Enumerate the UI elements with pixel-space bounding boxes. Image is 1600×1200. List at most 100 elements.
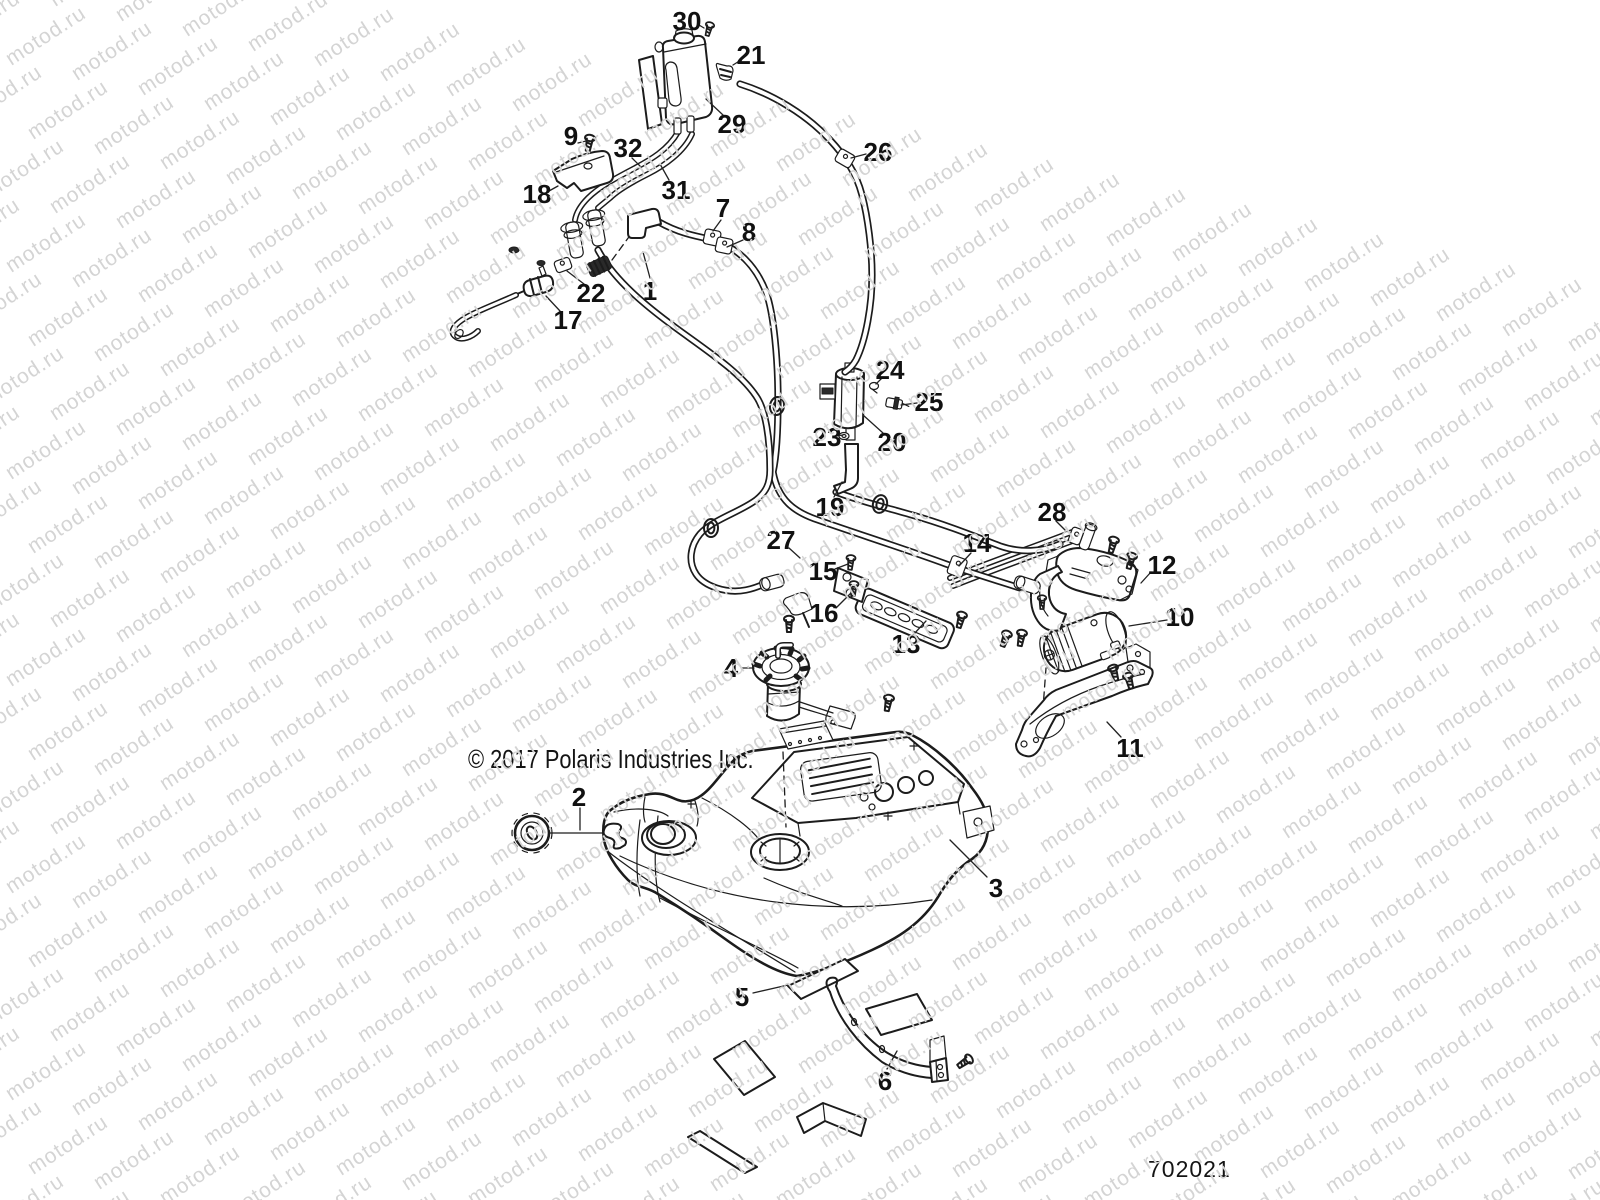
screw-9	[581, 132, 597, 153]
callout-1: 1	[643, 276, 657, 306]
fuel-pump-module	[751, 614, 856, 828]
callout-11: 11	[1116, 733, 1144, 763]
callout-leader-24	[875, 376, 884, 385]
callout-leader-17	[545, 295, 561, 312]
callout-leader-3	[949, 839, 988, 878]
callout-leader-12	[1140, 571, 1152, 584]
filler-neck	[641, 820, 697, 856]
callout-10: 10	[1166, 602, 1195, 632]
callout-leader-16	[835, 592, 852, 609]
callout-leader-13	[912, 620, 927, 636]
callout-leader-22	[566, 270, 585, 285]
callout-22: 22	[577, 278, 606, 308]
vent-fitting	[582, 209, 606, 247]
foam-strip-5	[787, 958, 859, 1000]
fuel-cap-2	[511, 812, 627, 854]
callout-3: 3	[989, 873, 1003, 903]
callout-leader-1	[642, 251, 651, 279]
callout-8: 8	[742, 217, 756, 247]
callout-leader-6	[886, 1050, 898, 1070]
callout-31: 31	[662, 175, 691, 205]
callout-14: 14	[963, 528, 992, 558]
callout-leader-27	[788, 547, 801, 559]
callout-18: 18	[523, 179, 552, 209]
fuel-line-bundle	[594, 218, 1041, 628]
callout-23: 23	[813, 422, 842, 452]
callout-leader-14	[958, 552, 972, 567]
callout-7: 7	[716, 193, 730, 223]
foam-strip-bent	[796, 1102, 867, 1137]
callout-leader-28	[1055, 520, 1066, 531]
callout-leader-25	[900, 402, 918, 406]
callout-24: 24	[876, 355, 905, 385]
foam-strips-and-strap	[687, 958, 976, 1174]
evap-canister-10	[1039, 611, 1128, 675]
callout-32: 32	[614, 133, 643, 163]
copyright-text: © 2017 Polaris Industries Inc.	[468, 744, 754, 774]
callout-6: 6	[878, 1066, 892, 1096]
callout-leader-29	[705, 98, 724, 116]
callout-9: 9	[564, 121, 578, 151]
hose-clamp	[834, 148, 856, 169]
callout-30: 30	[673, 6, 702, 36]
callout-16: 16	[810, 598, 839, 628]
hose-1-fittings	[586, 207, 734, 278]
heat-shield-13	[833, 553, 955, 713]
callout-13: 13	[892, 629, 921, 659]
decal-strip	[638, 55, 663, 130]
callout-28: 28	[1038, 497, 1067, 527]
callout-leader-11	[1106, 721, 1122, 738]
callout-leader-31	[659, 163, 670, 181]
callout-29: 29	[718, 109, 747, 139]
drain-hose	[449, 292, 519, 342]
callout-25: 25	[915, 387, 944, 417]
foam-strip-thin	[687, 1130, 758, 1174]
canister-hose-19	[832, 443, 1064, 555]
barbed-fitting	[586, 255, 613, 278]
callout-leader-21	[732, 59, 742, 66]
callout-leader-8	[726, 239, 744, 248]
callout-leader-18	[548, 185, 559, 192]
mount-bracket-11	[1015, 643, 1154, 758]
callout-leader-19	[833, 481, 843, 498]
callout-19: 19	[816, 492, 845, 522]
clamp-22	[553, 256, 573, 274]
clamp-21	[715, 62, 734, 81]
callout-leader-32	[631, 157, 641, 167]
rollover-valve-17	[516, 260, 555, 298]
clamp-8	[714, 236, 734, 255]
cap-clip	[602, 822, 627, 850]
diagram-id: 702021	[1148, 1156, 1231, 1182]
fuel-tank	[601, 730, 995, 978]
callout-leader-15	[834, 563, 849, 570]
callout-12: 12	[1148, 550, 1177, 580]
callout-26: 26	[864, 137, 893, 167]
separator-bottle-29	[552, 20, 734, 192]
clamp-14	[946, 555, 968, 578]
canister-20	[819, 362, 910, 441]
callout-20: 20	[878, 427, 907, 457]
fitting-25	[885, 396, 910, 410]
callout-leader-10	[1128, 619, 1168, 627]
callout-leader-5	[752, 984, 789, 994]
callout-leader-7	[712, 219, 722, 232]
foam-strip	[865, 993, 933, 1036]
callout-leader-20	[862, 414, 884, 434]
elbow-fitting	[627, 207, 662, 239]
callout-leader-9	[577, 140, 587, 144]
tank-strap-6	[825, 976, 949, 1083]
bracket-18	[552, 150, 615, 192]
callout-2: 2	[572, 782, 586, 812]
callout-layer: 1234567891011121314151617181920212223242…	[523, 6, 1195, 1096]
callout-leader-23	[835, 434, 844, 437]
vent-hose-26	[736, 80, 876, 376]
callout-4: 4	[724, 653, 739, 683]
callout-17: 17	[554, 305, 583, 335]
callout-15: 15	[809, 556, 838, 586]
screw-30	[702, 20, 716, 38]
callout-5: 5	[735, 982, 749, 1012]
pump-hook-bracket	[1029, 565, 1067, 632]
fitting-23	[838, 431, 850, 441]
